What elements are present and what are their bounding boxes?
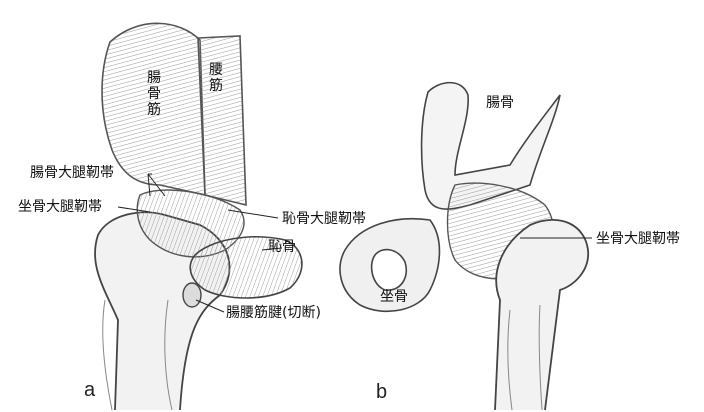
tendon-stump-shape [183,283,201,307]
label-psoas: 腰筋 [208,62,224,94]
panel-letter-b: b [376,382,387,402]
label-iliopsoas-tendon: 腸腰筋腱(切断) [226,306,321,320]
panel-letter-a: a [84,380,95,400]
label-ilium: 腸骨 [486,96,514,110]
label-ischium: 坐骨 [380,290,408,304]
label-iliofemoral-ligament: 腸骨大腿靭帯 [30,166,114,180]
label-pubis: 恥骨 [268,240,296,254]
panel-b-drawing [340,83,588,410]
label-ischiofemoral-ligament-a: 坐骨大腿靭帯 [18,200,102,214]
label-ischiofemoral-ligament-b: 坐骨大腿靭帯 [596,232,680,246]
label-iliacus: 腸骨筋 [146,70,162,118]
label-pubofemoral-ligament: 恥骨大腿靭帯 [282,212,366,226]
